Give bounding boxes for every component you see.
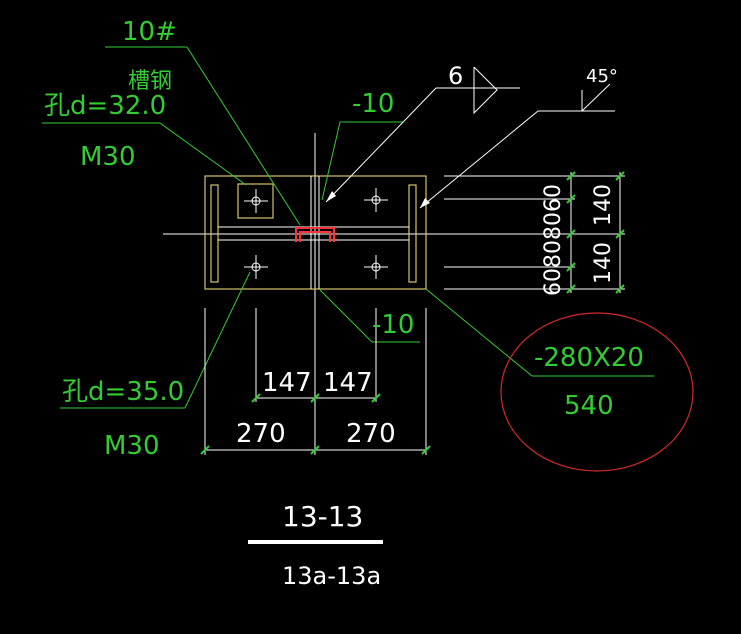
section-subtitle: 13a-13a (282, 562, 381, 590)
channel-section (295, 227, 335, 242)
base-plate (204, 175, 427, 290)
dim-bottom-outer-right: 270 (346, 419, 396, 449)
dim-bottom-outer-left: 270 (236, 419, 286, 449)
right-dim-ticks (566, 171, 625, 294)
dim-bottom-inner-left: 147 (262, 368, 312, 398)
bolt-bottom-label: M30 (104, 431, 160, 461)
base-plate-length-label: 540 (564, 391, 614, 421)
arrow-head-bevel (420, 198, 430, 208)
weld-size-label: 6 (448, 62, 463, 90)
bolt-holes (244, 188, 388, 279)
plate-thickness-top-label: -10 (352, 89, 394, 119)
dim-right-upper: 140 (591, 184, 616, 226)
bevel-angle-label: 45° (586, 66, 618, 87)
section-title: 13-13 (282, 500, 363, 533)
weld-leaders (325, 66, 615, 209)
dim-right-stack: 60808060 (541, 184, 566, 296)
dim-right-lower: 140 (591, 242, 616, 284)
hole-top-label: 孔d=32.0 (44, 91, 166, 121)
bolt-top-label: M30 (80, 142, 136, 172)
channel-number-label: 10# (122, 17, 177, 47)
bottom-dim-ticks (200, 393, 431, 455)
leader-lines (42, 46, 654, 409)
highlight-circle (500, 312, 694, 472)
arrow-head-weld (326, 191, 336, 202)
channel-name-label: 槽钢 (128, 69, 172, 94)
dim-bottom-inner-right: 147 (323, 368, 373, 398)
plate-thickness-bottom-label: -10 (372, 310, 414, 340)
base-plate-spec-label: -280X20 (534, 343, 644, 373)
hole-bottom-label: 孔d=35.0 (62, 377, 184, 407)
right-dimensions (444, 172, 625, 293)
